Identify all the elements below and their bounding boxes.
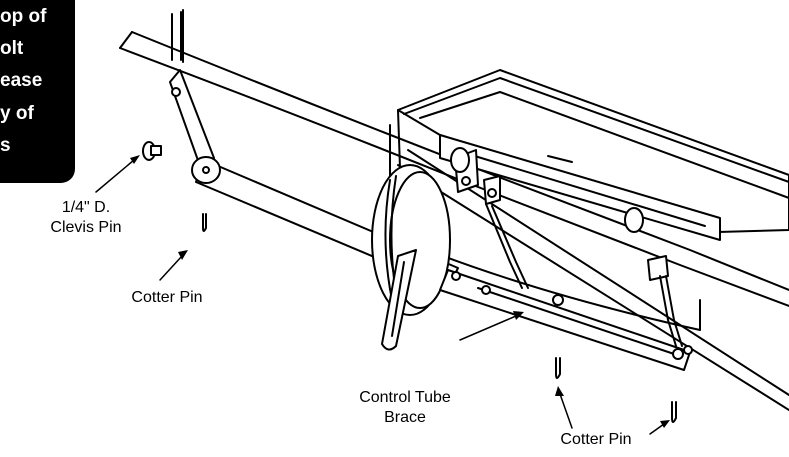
clevis-pin-label: 1/4" D. Clevis Pin bbox=[36, 198, 136, 238]
clevis-pin-part bbox=[142, 141, 162, 161]
instruction-line: s bbox=[0, 135, 11, 156]
bracket-right bbox=[624, 207, 669, 281]
cotter-pin-left-label: Cotter Pin bbox=[131, 289, 203, 306]
wheel bbox=[371, 164, 451, 316]
handle-posts bbox=[171, 9, 184, 63]
spreader-paddle bbox=[381, 249, 417, 351]
cotter-pin-right-label: Cotter Pin bbox=[560, 431, 632, 448]
cotter-pin-center-part bbox=[555, 357, 561, 379]
callout-arrows bbox=[95, 155, 670, 435]
clevis-pin-label-line1: 1/4" D. bbox=[61, 199, 111, 216]
instruction-line: op of bbox=[0, 6, 47, 27]
control-tube-brace bbox=[439, 269, 691, 371]
linkage-rods bbox=[485, 203, 683, 347]
control-tube-brace-label-line2: Brace bbox=[384, 409, 426, 426]
control-tube-brace-label: Control Tube Brace bbox=[340, 388, 470, 428]
hopper bbox=[389, 69, 789, 331]
instruction-line: y of bbox=[0, 103, 34, 124]
instruction-line: olt bbox=[0, 38, 24, 59]
instruction-box: op of olt ease y of s bbox=[0, 0, 75, 183]
bracket-center bbox=[483, 175, 501, 205]
bracket-left bbox=[450, 147, 479, 193]
control-tube-brace-label-line1: Control Tube bbox=[359, 389, 451, 406]
clevis-pin-label-line2: Clevis Pin bbox=[50, 219, 122, 236]
instruction-line: ease bbox=[0, 70, 43, 91]
cotter-pin-right-part bbox=[671, 401, 677, 423]
cotter-pin-left-part bbox=[202, 213, 207, 232]
upper-link-bar bbox=[169, 69, 215, 167]
clevis-pivot bbox=[191, 156, 221, 184]
brace-pins bbox=[451, 271, 693, 360]
front-diagonal-tube bbox=[397, 149, 789, 411]
